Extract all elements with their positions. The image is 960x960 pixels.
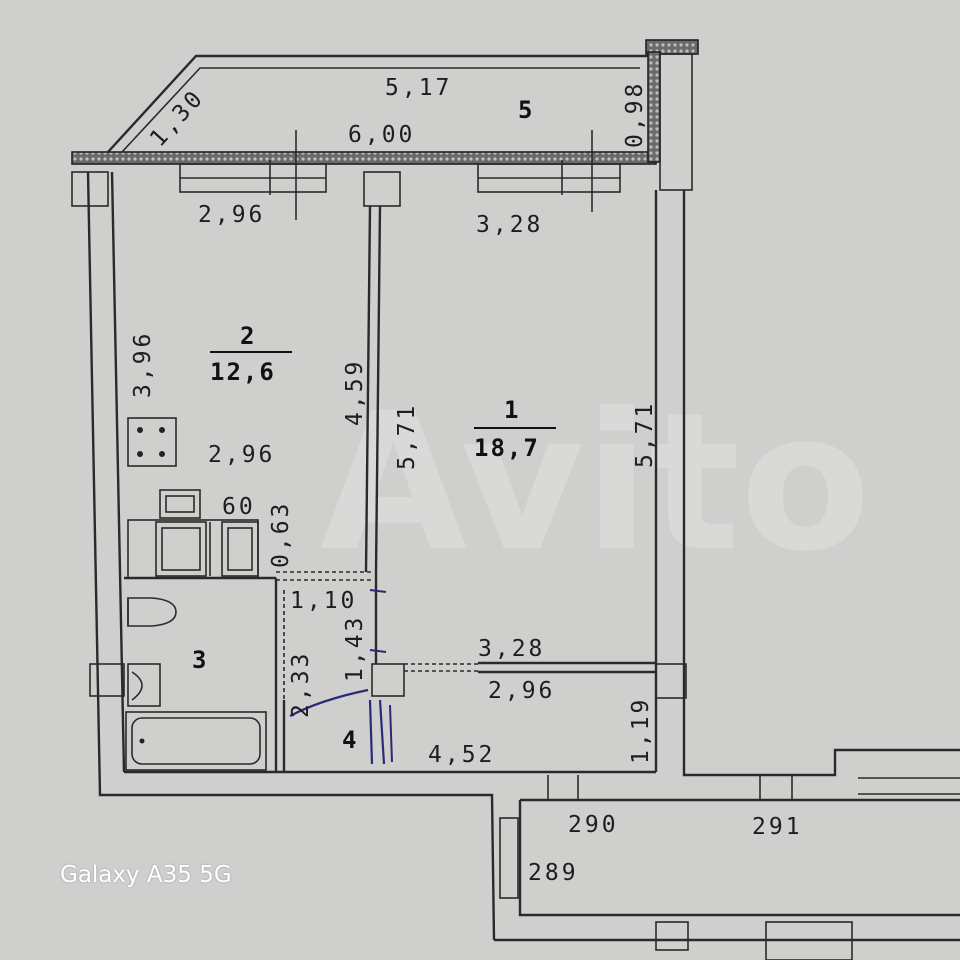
dim-partition-left: 5,71 xyxy=(394,403,420,470)
windows xyxy=(179,130,621,220)
dim-kitchen-inner: 2,96 xyxy=(208,442,275,468)
neighbor-289: 289 xyxy=(528,860,579,886)
pen-marks xyxy=(289,589,393,765)
dim-kitchen-unit-depth: 0,63 xyxy=(268,501,294,568)
dim-bath-height: 2,33 xyxy=(288,651,314,718)
neighbor-291: 291 xyxy=(752,814,803,840)
dim-kitchen-right: 4,59 xyxy=(342,359,368,426)
dim-bath-top: 1,10 xyxy=(290,588,357,614)
camera-caption: Galaxy A35 5G xyxy=(60,862,232,888)
dim-balcony-width: 0,98 xyxy=(622,81,648,148)
dim-balcony-length: 5,17 xyxy=(385,75,452,101)
dim-balcony-diagonal: 1,30 xyxy=(145,85,209,152)
neighbor-290: 290 xyxy=(568,812,619,838)
watermark: Avito xyxy=(320,372,871,593)
dim-room-right: 5,71 xyxy=(632,401,658,468)
dim-hall-top: 2,96 xyxy=(488,678,555,704)
dim-hall-right: 1,19 xyxy=(628,697,654,764)
kitchen-fixtures xyxy=(127,417,259,579)
dim-bath-side: 1,43 xyxy=(342,615,368,682)
dim-kitchen-unit: 60 xyxy=(222,494,256,520)
partitions xyxy=(124,171,656,772)
dim-room-window: 3,28 xyxy=(476,212,543,238)
room-4-number: 4 xyxy=(342,726,356,754)
dim-overall-width: 6,00 xyxy=(348,122,415,148)
dim-kitchen-left: 3,96 xyxy=(130,331,156,398)
balcony xyxy=(71,39,699,191)
room-5-number: 5 xyxy=(518,96,532,124)
dim-hall-bottom: 4,52 xyxy=(428,742,495,768)
room-2-number: 2 xyxy=(240,322,254,350)
room-3-number: 3 xyxy=(192,646,206,674)
dim-kitchen-window: 2,96 xyxy=(198,202,265,228)
room-1-area: 18,7 xyxy=(474,434,540,462)
room-1-number: 1 xyxy=(504,396,518,424)
outer-walls xyxy=(71,171,960,960)
dim-room-bottom: 3,28 xyxy=(478,636,545,662)
room-2-area: 12,6 xyxy=(210,358,276,386)
bathroom-fixtures xyxy=(125,597,267,771)
